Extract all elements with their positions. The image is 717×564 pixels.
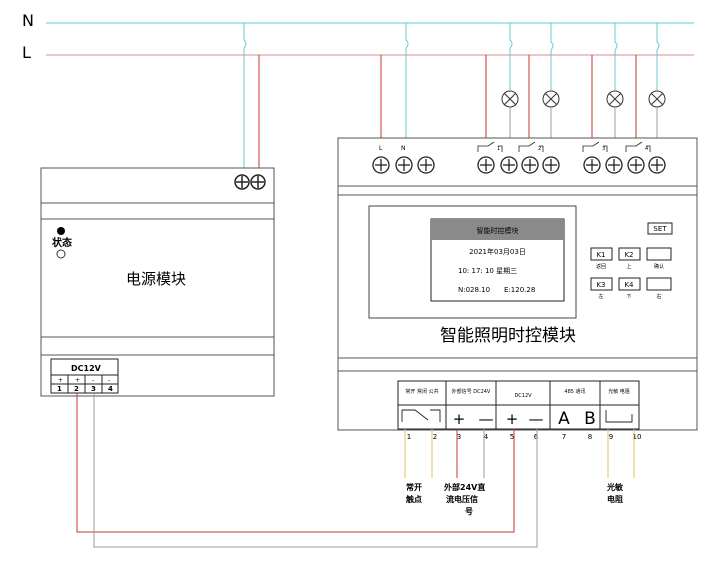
power-ac-terminal-l: [234, 174, 250, 190]
bottom-terminal-numbers: 1 2 3 4 5 6 7 8 9 10: [407, 433, 642, 441]
lamp-3-group: [591, 23, 624, 138]
key-k2[interactable]: K2 上: [618, 247, 641, 270]
relay-label: 1: [497, 146, 500, 152]
terminal-number: 1: [407, 433, 411, 441]
terminal-number: 6: [534, 433, 539, 441]
key-k3[interactable]: K3 左: [590, 277, 613, 300]
relay-label: 2: [538, 146, 541, 152]
controller-module: L N 1 2 3 4 1 2 3 4 set 智能时控模块 2021年03月0…: [337, 137, 698, 441]
annotation-switch-contact: 常开 触点: [406, 482, 425, 504]
dc-terminal-number: 4: [108, 385, 113, 393]
dc-terminal-number: 3: [91, 385, 96, 393]
set-button-label: SET: [653, 225, 667, 233]
annotation-external-signal: 外部24V直 流电压信 号: [444, 482, 488, 516]
relay-label: 3: [602, 146, 605, 152]
terminal-number: 8: [588, 433, 592, 441]
screw-terminal-icon: [417, 156, 435, 174]
top-label-n: N: [401, 145, 406, 152]
key-label: K4: [624, 281, 634, 289]
key-caption: 下: [626, 294, 631, 300]
key-label: K2: [624, 251, 633, 259]
terminal-symbol: A: [558, 409, 570, 429]
relay-contact-symbols: [477, 141, 651, 152]
terminal-number: 9: [609, 433, 613, 441]
screw-terminal-icon: [521, 156, 539, 174]
key-caption: 确认: [654, 263, 664, 270]
photoresistor-symbol: [605, 410, 633, 423]
screw-terminal-icon: [627, 156, 645, 174]
lcd-header-bar: [431, 219, 564, 240]
bus-l-label: L: [22, 43, 31, 62]
status-led-icon: [57, 227, 65, 235]
key-caption: 上: [626, 263, 631, 270]
lcd-n-value: N:028.10: [458, 286, 490, 294]
lcd-time: 10: 17: 10 星期三: [458, 267, 517, 275]
lcd-header: 智能时控模块: [477, 226, 519, 235]
status-label: 状态: [52, 236, 72, 249]
key-k4[interactable]: K4 下: [618, 277, 641, 300]
top-terminals: [372, 156, 666, 174]
terminal-number: 5: [510, 433, 514, 441]
dc-mark: -: [108, 377, 110, 384]
key-k1[interactable]: K1 返回: [590, 247, 613, 270]
lower-wiring: [76, 393, 635, 548]
screw-terminal-icon: [583, 156, 601, 174]
terminal-symbol: +: [506, 410, 519, 428]
key-caption: 右: [656, 293, 661, 300]
key-label: K3: [596, 281, 605, 289]
key-confirm[interactable]: 确认: [646, 247, 672, 270]
bottom-group-label: 光敏 电阻: [608, 388, 630, 395]
key-caption: 返回: [596, 263, 606, 270]
screw-terminal-icon: [395, 156, 413, 174]
key-label: K1: [596, 251, 605, 259]
status-indicator-icon: [56, 249, 66, 259]
bus-n-label: N: [22, 11, 34, 30]
lamp-1-group: [485, 23, 519, 138]
bottom-group-label: DC12V: [514, 393, 532, 399]
lamp-2-group: [528, 23, 560, 138]
dc-mark: +: [58, 377, 63, 384]
screw-terminal-icon: [605, 156, 623, 174]
screw-terminal-icon: [372, 156, 390, 174]
terminal-number: 3: [457, 433, 461, 441]
bottom-group-label: 外部信号 DC24V: [452, 388, 491, 395]
dc-mark: -: [92, 377, 94, 384]
bottom-group-label: 485 通讯: [564, 388, 585, 395]
screw-terminal-icon: [477, 156, 495, 174]
lcd-e-value: E:120.28: [504, 286, 535, 294]
terminal-number: 4: [484, 433, 489, 441]
terminal-symbol: —: [479, 410, 494, 428]
power-module-title: 电源模块: [126, 270, 186, 288]
set-button[interactable]: [647, 222, 673, 235]
terminal-symbol: —: [529, 410, 544, 428]
bottom-group-label: 常开 常闭 公共: [405, 388, 438, 395]
screw-terminal-icon: [648, 156, 666, 174]
dc-terminal-number: 1: [57, 385, 62, 393]
controller-title: 智能照明时控模块: [440, 326, 576, 346]
nc-contact-symbol: [401, 409, 441, 422]
top-label-l: L: [379, 145, 383, 152]
lamp-4-group: [635, 23, 666, 138]
lcd-date: 2021年03月03日: [469, 247, 526, 256]
screw-terminal-icon: [500, 156, 518, 174]
annotation-photoresistor: 光敏 电阻: [606, 482, 626, 504]
terminal-number: 10: [633, 433, 642, 441]
screw-terminal-icon: [542, 156, 560, 174]
terminal-symbol: +: [453, 410, 466, 428]
key-caption: 左: [598, 293, 603, 300]
key-right[interactable]: 右: [646, 277, 672, 300]
dc-mark: +: [75, 377, 80, 384]
terminal-symbol: B: [584, 409, 596, 429]
terminal-number: 2: [433, 433, 437, 441]
dc-terminal-number: 2: [74, 385, 79, 393]
relay-label: 4: [645, 146, 648, 152]
dc12v-label: DC12V: [71, 364, 102, 373]
terminal-number: 7: [562, 433, 566, 441]
wire-n-controller: [405, 23, 409, 150]
wire-n-power: [243, 23, 247, 175]
power-ac-terminal-n: [250, 174, 266, 190]
power-module: 状态 电源模块 DC12V + + - - 1 2 3 4: [40, 167, 275, 397]
